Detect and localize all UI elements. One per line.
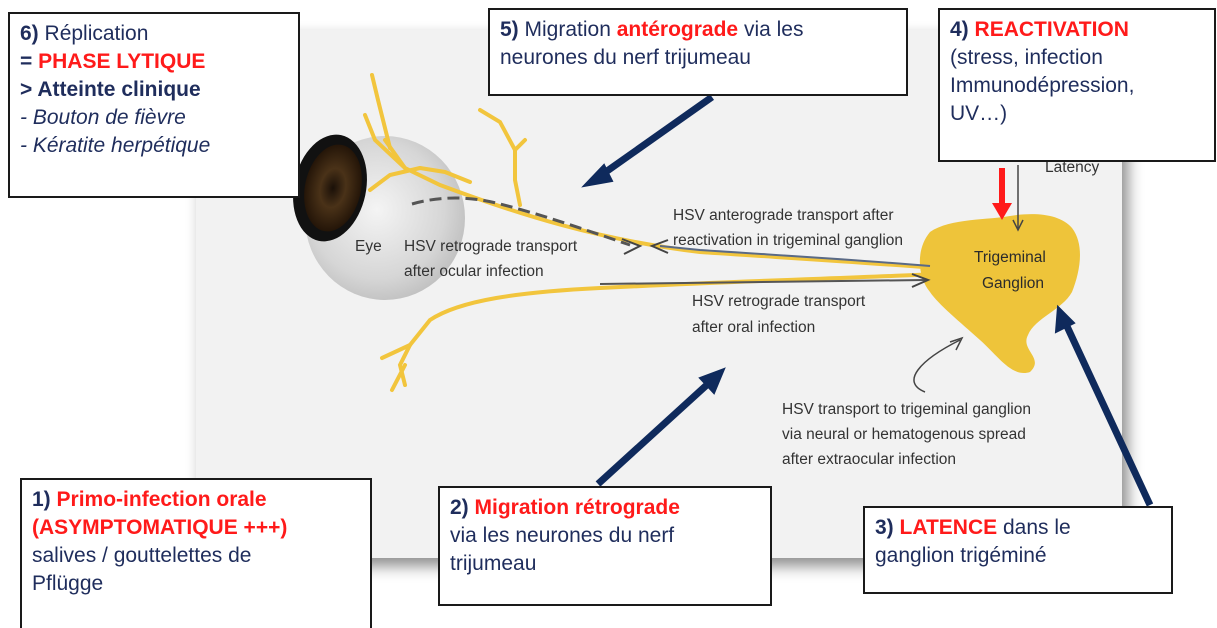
antero-reactivation-label: HSV anterograde transport after reactiva… xyxy=(673,207,903,249)
arrow-head-2 xyxy=(698,367,726,395)
callout-5-line2: neurones du nerf trijumeau xyxy=(500,46,751,69)
arrow-head-5 xyxy=(581,163,614,188)
callout-replication: 6) Réplication = PHASE LYTIQUE > Atteint… xyxy=(8,12,300,198)
callout-6-item1: - Bouton de fièvre xyxy=(20,106,186,129)
callout-latency: 3) LATENCE dans le ganglion trigéminé xyxy=(863,506,1173,594)
retro-oral-label: HSV retrograde transport after oral infe… xyxy=(692,293,869,336)
callout-2-line3: trijumeau xyxy=(450,552,537,575)
callout-3-post: dans le xyxy=(997,516,1071,539)
spread-curve-arrow xyxy=(913,339,961,393)
retro-ocular-label: HSV retrograde transport after ocular in… xyxy=(404,238,581,280)
callout-1-line4: Pflügge xyxy=(32,572,104,595)
arrow-to-ganglion xyxy=(1061,320,1154,507)
navy-arrows xyxy=(581,94,1154,507)
anterograde-line xyxy=(659,245,931,267)
callout-5-pre: Migration xyxy=(518,18,617,41)
callout-retrograde: 2) Migration rétrograde via les neurones… xyxy=(438,486,772,606)
eye-label: Eye xyxy=(355,238,382,255)
callout-2-number: 2) xyxy=(450,496,469,519)
trigeminal-ganglion xyxy=(919,214,1080,374)
arrow-to-anterograde xyxy=(597,94,715,179)
callout-4-number: 4) xyxy=(950,18,969,41)
anterograde-arrowhead xyxy=(649,239,669,254)
dashed-arrowhead xyxy=(621,238,643,255)
callout-reactivation: 4) REACTIVATION (stress, infection Immun… xyxy=(938,8,1216,162)
callout-3-red: LATENCE xyxy=(899,516,998,539)
callout-6-lytic: PHASE LYTIQUE xyxy=(38,50,206,73)
callout-5-post: via les xyxy=(738,18,804,41)
callout-4-line4: UV…) xyxy=(950,102,1008,125)
callout-anterograde: 5) Migration antérograde via les neurone… xyxy=(488,8,908,96)
callout-3-line2: ganglion trigéminé xyxy=(875,544,1047,567)
callout-5-number: 5) xyxy=(500,18,519,41)
callout-1-number: 1) xyxy=(32,488,51,511)
callout-6-item2: - Kératite herpétique xyxy=(20,134,211,157)
callout-6-prefix: = xyxy=(20,50,39,73)
arrow-head-3 xyxy=(1054,304,1076,334)
latency-partial-label: Latency xyxy=(1045,159,1100,176)
callout-2-line2: via les neurones du nerf xyxy=(450,524,675,547)
callout-4-title: REACTIVATION xyxy=(974,18,1129,41)
callout-1-line3: salives / gouttelettes de xyxy=(32,544,252,567)
arrow-from-retrograde xyxy=(595,379,713,487)
callout-6-number: 6) xyxy=(20,22,39,45)
callout-4-line3: Immunodépression, xyxy=(950,74,1135,97)
spread-label: HSV transport to trigeminal ganglion via… xyxy=(782,401,1035,468)
callout-2-red: Migration rétrograde xyxy=(474,496,680,519)
callout-5-red: antérograde xyxy=(616,18,739,41)
ganglion-label: Trigeminal Ganglion xyxy=(974,249,1050,292)
callout-1-red2: (ASYMPTOMATIQUE +++) xyxy=(32,516,288,539)
callout-3-number: 3) xyxy=(875,516,894,539)
callout-1-red1: Primo-infection orale xyxy=(56,488,267,511)
oral-arrowhead xyxy=(911,273,931,288)
callout-primo-infection: 1) Primo-infection orale (ASYMPTOMATIQUE… xyxy=(20,478,372,628)
callout-6-title: Réplication xyxy=(38,22,149,45)
oral-retrograde-line xyxy=(599,279,926,285)
callout-4-line2: (stress, infection xyxy=(950,46,1103,69)
virus-dashed-path xyxy=(411,196,631,247)
callout-6-clinical: > Atteinte clinique xyxy=(20,78,201,101)
